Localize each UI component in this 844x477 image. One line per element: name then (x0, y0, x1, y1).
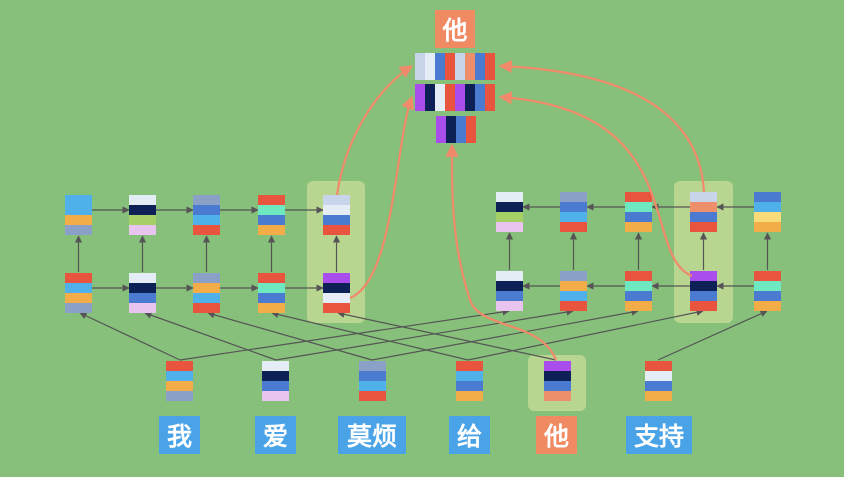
attention-arrow-backward-upper (498, 59, 706, 193)
forward-upper-5 (323, 195, 350, 235)
backward-lower-5 (754, 271, 781, 311)
forward-upper-3 (193, 195, 220, 235)
attention-arrow-backward-lower (498, 91, 693, 278)
word-label-6: 支持 (626, 416, 692, 454)
embedding-vector-5 (544, 361, 571, 401)
concat-vector-lower (415, 84, 495, 111)
embed-to-backward-6 (657, 310, 768, 361)
embed-to-backward-2 (275, 308, 574, 361)
embed-to-backward-1 (179, 308, 510, 361)
backward-upper-3 (625, 192, 652, 232)
backward-upper-1 (496, 192, 523, 232)
embed-to-forward-4 (271, 311, 469, 361)
forward-lower-3 (193, 273, 220, 313)
backward-lower-3 (625, 271, 652, 311)
embed-to-forward-2 (144, 311, 277, 361)
embed-to-forward-1 (79, 312, 181, 361)
embedding-vector-3 (359, 361, 386, 401)
backward-lower-4 (690, 271, 717, 311)
word-label-3: 莫烦 (338, 416, 406, 454)
embedding-vector-4 (456, 361, 483, 401)
attention-arrow-forward-upper (335, 65, 414, 196)
attention-arrow-input (445, 143, 558, 361)
embedding-vector-6 (645, 361, 672, 401)
word-label-5-highlighted: 他 (536, 416, 577, 454)
embed-to-forward-3 (207, 311, 373, 361)
forward-lower-1 (65, 273, 92, 313)
forward-lower-4 (258, 273, 285, 313)
backward-upper-2 (560, 192, 587, 232)
concat-vector-upper (415, 53, 495, 80)
backward-upper-4 (690, 192, 717, 232)
output-word-label: 他 (435, 10, 475, 48)
backward-lower-2 (560, 271, 587, 311)
attention-arrow-forward-lower (349, 95, 414, 300)
embed-to-backward-3 (371, 308, 639, 361)
word-label-4: 给 (449, 416, 490, 454)
forward-lower-2 (129, 273, 156, 313)
attention-output-vector (436, 116, 476, 143)
word-label-1: 我 (159, 416, 200, 454)
embed-to-backward-4 (467, 308, 704, 361)
forward-lower-5 (323, 273, 350, 313)
embedding-vector-2 (262, 361, 289, 401)
forward-upper-2 (129, 195, 156, 235)
word-label-2: 爱 (255, 416, 296, 454)
backward-lower-1 (496, 271, 523, 311)
forward-upper-4 (258, 195, 285, 235)
forward-upper-1 (65, 195, 92, 235)
embedding-vector-1 (166, 361, 193, 401)
backward-upper-5 (754, 192, 781, 232)
embed-to-forward-5 (337, 310, 557, 361)
